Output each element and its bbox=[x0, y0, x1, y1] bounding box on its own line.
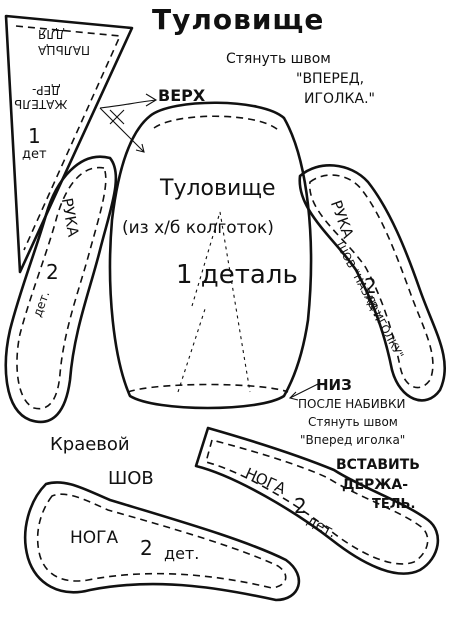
holder-piece bbox=[4, 14, 134, 274]
bottom-instruction-line-4: ВСТАВИТЬ bbox=[336, 457, 420, 473]
leg-left-count: 2 bbox=[140, 536, 153, 560]
body-material: (из х/б колготок) bbox=[122, 218, 274, 238]
bottom-instruction-line-5: ДЕРЖА- bbox=[342, 477, 409, 493]
bottom-label: НИЗ bbox=[316, 376, 352, 394]
bottom-instruction-line-1: ПОСЛЕ НАБИВКИ bbox=[298, 397, 406, 411]
leg-right-count: 2 bbox=[294, 494, 307, 518]
top-instruction-line-1: Стянуть швом bbox=[226, 51, 331, 67]
leg-left-piece bbox=[23, 481, 301, 602]
edge-seam-label-line-1: Краевой bbox=[50, 434, 130, 455]
bottom-instruction-line-2: Стянуть швом bbox=[308, 415, 398, 429]
arm-right-count: 2 bbox=[364, 274, 377, 298]
leg-right-piece bbox=[194, 426, 440, 575]
page-title: Туловище bbox=[152, 3, 325, 36]
leg-left-unit: дет. bbox=[164, 544, 200, 563]
leg-left-name: НОГА bbox=[70, 528, 119, 548]
bottom-arrow bbox=[288, 383, 319, 401]
body-count: 1 деталь bbox=[176, 260, 298, 290]
holder-count: 1 bbox=[28, 124, 41, 148]
holder-text-2: ПАЛЬЦА bbox=[38, 43, 91, 57]
arm-left-piece bbox=[4, 155, 118, 424]
holder-text-1: ДЛЯ bbox=[38, 27, 65, 41]
arm-left-count: 2 bbox=[46, 260, 59, 284]
bottom-instruction-line-3: "Вперед иголка" bbox=[300, 433, 406, 447]
holder-text-3: ДЕР- bbox=[32, 83, 61, 97]
edge-seam-label-line-2: ШОВ bbox=[108, 468, 154, 489]
holder-unit: дет bbox=[22, 147, 47, 162]
body-title: Туловище bbox=[160, 176, 276, 201]
top-instruction-line-2: "ВПЕРЕД, bbox=[296, 71, 365, 87]
top-label: ВЕРХ bbox=[158, 86, 206, 105]
holder-text-4: ЖАТЕЛЬ bbox=[14, 97, 68, 111]
top-instruction-line-3: ИГОЛКА." bbox=[304, 91, 375, 107]
top-arrow bbox=[99, 93, 158, 153]
body-piece bbox=[108, 101, 313, 410]
arm-right-piece bbox=[298, 164, 446, 402]
bottom-instruction-line-6: ТЕЛЬ. bbox=[372, 497, 416, 512]
